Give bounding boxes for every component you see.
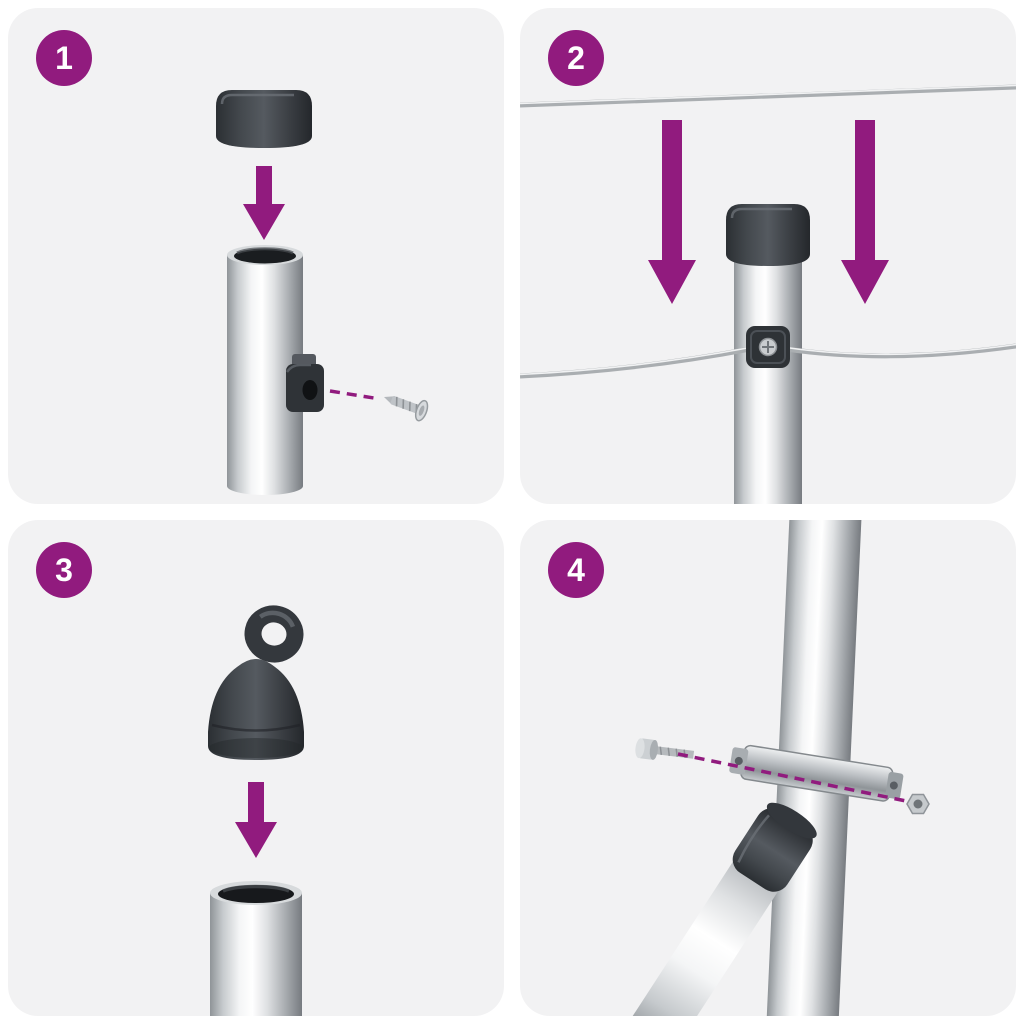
step-2-number: 2 [567, 39, 585, 76]
nut-icon [906, 793, 930, 815]
step-3-number: 3 [55, 551, 73, 588]
step-4-panel: 4 [520, 520, 1016, 1016]
step-3-panel: 3 [8, 520, 504, 1016]
arrow-down-icon [243, 166, 285, 240]
step-1-panel: 1 [8, 8, 504, 504]
step-1-illustration [216, 90, 429, 495]
step-4-illustration [625, 520, 930, 1016]
dashed-guide-line [677, 752, 907, 803]
step-2-illustration [520, 84, 1016, 504]
step-3-illustration [208, 605, 304, 1016]
step-4-badge: 4 [548, 542, 604, 598]
screw-icon [384, 396, 429, 422]
step-2-badge: 2 [548, 30, 604, 86]
wire-clamp-icon [746, 326, 790, 368]
arrow-down-icon [648, 120, 696, 304]
brace-tube-icon [625, 802, 817, 1016]
arrow-down-icon [235, 782, 277, 858]
screw-bracket-icon [285, 354, 324, 412]
step-1-number: 1 [55, 39, 73, 76]
step-1-badge: 1 [36, 30, 92, 86]
pipe-clamp-icon [729, 744, 904, 802]
dashed-guide-line [329, 389, 381, 401]
bolt-icon [635, 738, 695, 760]
tension-wire-top-icon [520, 84, 1016, 108]
post-cap-icon [216, 90, 312, 148]
step-3-badge: 3 [36, 542, 92, 598]
arrow-down-icon [841, 120, 889, 304]
step-4-number: 4 [567, 551, 585, 588]
capped-post-icon [726, 204, 810, 504]
metal-tube-icon [210, 881, 302, 1016]
tension-wire-mid-icon [520, 343, 1016, 379]
step-2-panel: 2 [520, 8, 1016, 504]
eyelet-cap-icon [208, 605, 304, 760]
